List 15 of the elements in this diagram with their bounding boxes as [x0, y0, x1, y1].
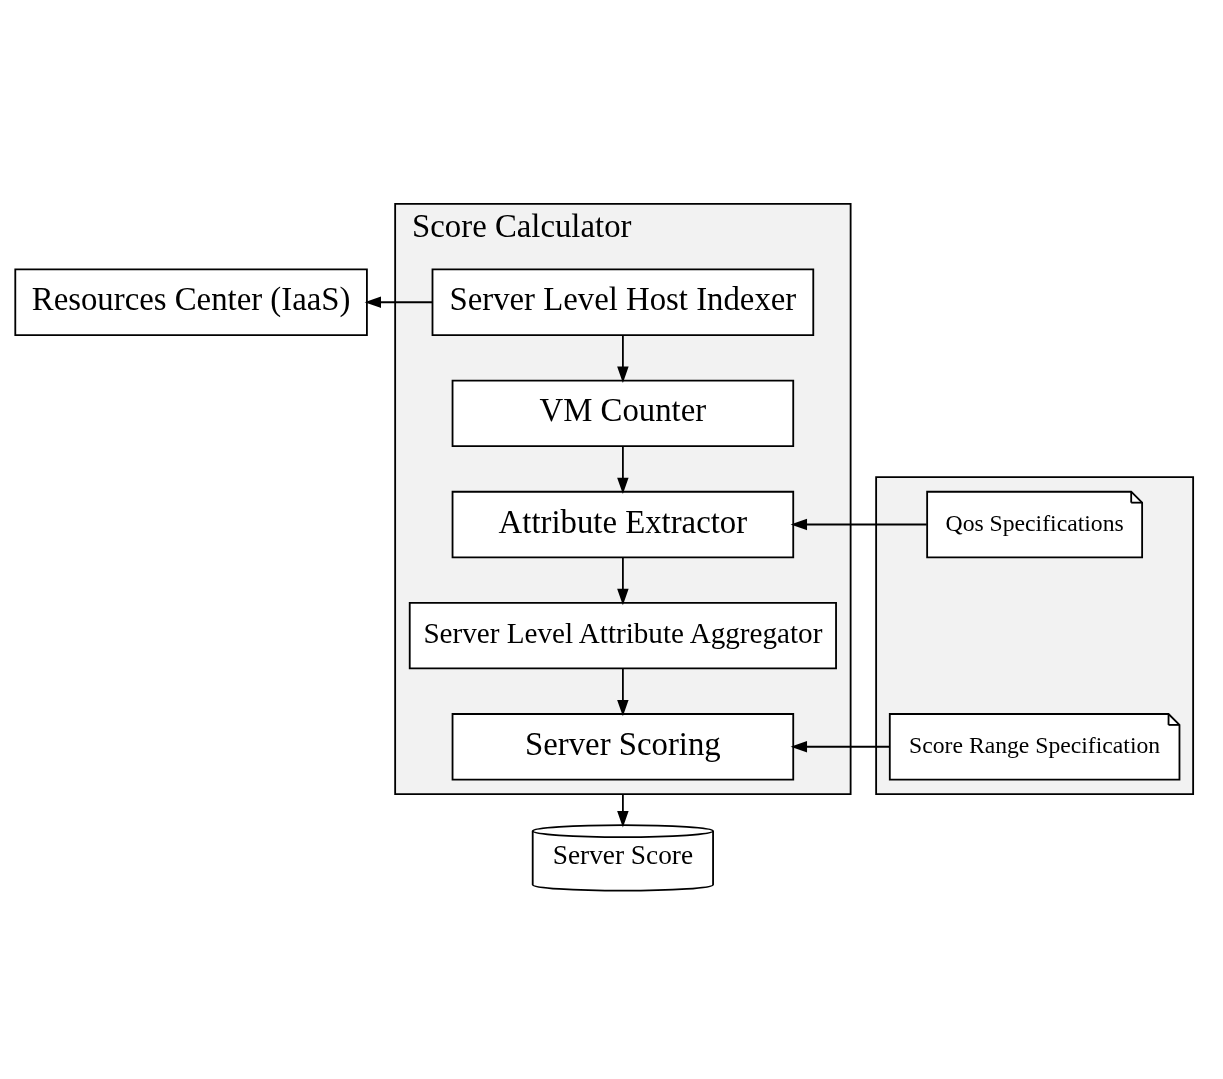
node-box: Server Level Attribute Aggregator	[408, 601, 837, 669]
arrow	[364, 296, 434, 308]
arrow	[790, 740, 891, 753]
arrow	[617, 792, 629, 827]
arrow	[617, 556, 629, 605]
cluster	[875, 475, 1195, 795]
node-box: VM Counter	[451, 379, 795, 447]
node-box: Server Scoring	[451, 712, 795, 780]
node-box: Attribute Extractor	[451, 490, 795, 558]
arrow	[790, 518, 928, 530]
node-box: Resources Center (IaaS)	[14, 268, 368, 336]
arrow	[617, 444, 629, 494]
arrow	[617, 333, 629, 383]
node-box: Server Level Host Indexer	[431, 268, 815, 336]
arrow	[617, 667, 629, 716]
